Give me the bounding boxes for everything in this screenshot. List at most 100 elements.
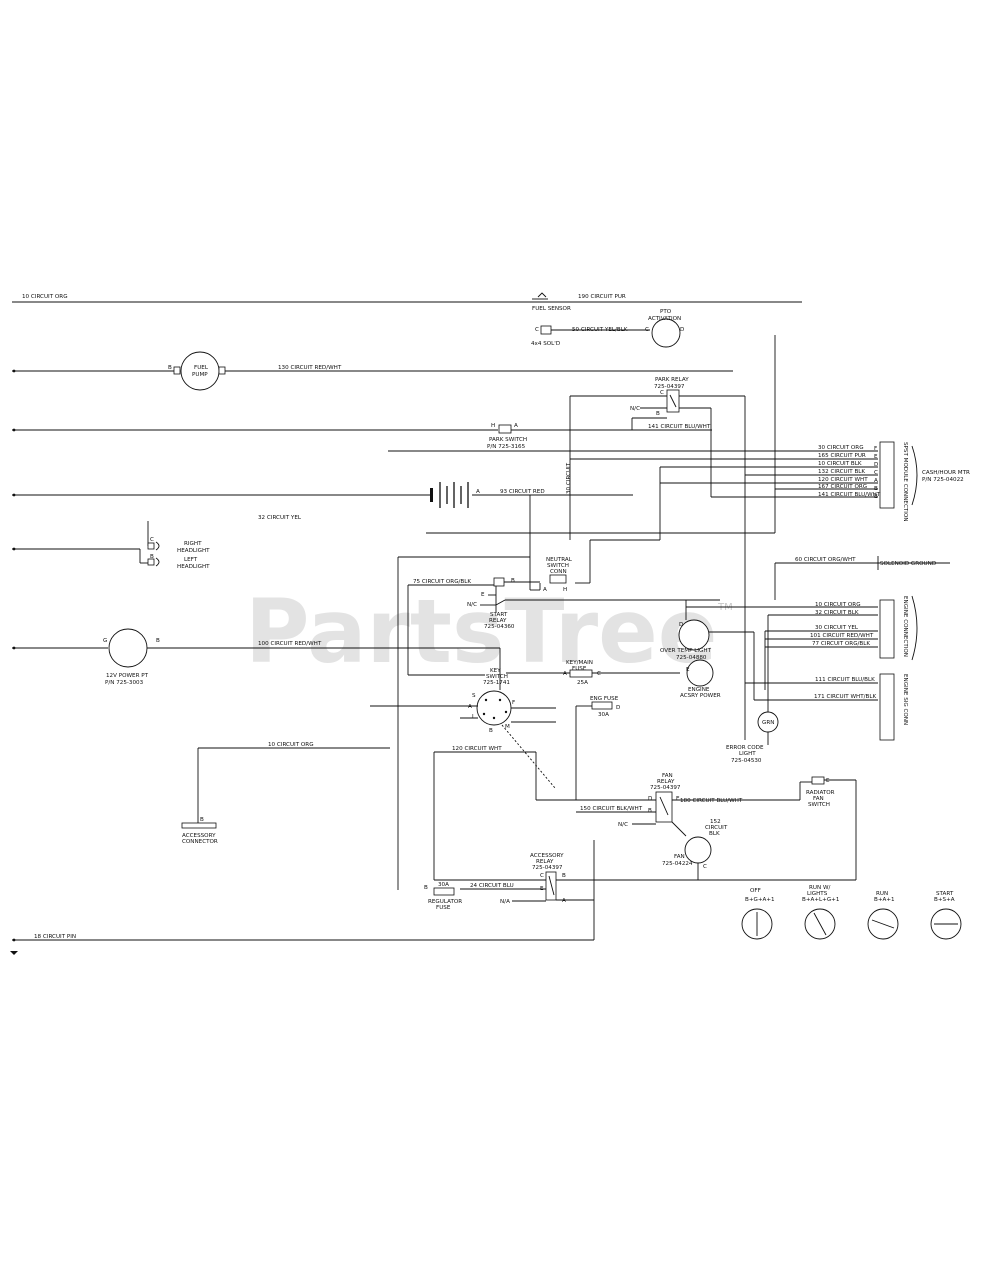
power-point-circuit: G B 100 CIRCUIT RED/WHT 12V POWER PT P/N… [12,628,501,690]
circuit-120: 120 CIRCUIT WHT [433,724,656,880]
svg-text:N/C: N/C [467,602,477,608]
svg-text:A: A [514,423,518,429]
fuel-sensor-label: FUEL SENSOR [532,306,571,312]
svg-text:30A: 30A [598,712,609,718]
svg-text:PTO: PTO [660,309,672,315]
svg-text:ENG FUSE: ENG FUSE [590,696,619,702]
svg-text:F: F [512,700,515,706]
hour-meter: CASH/HOUR MTR P/N 725-04022 [911,445,970,506]
svg-text:B: B [656,411,660,417]
svg-text:RIGHT: RIGHT [184,541,202,547]
svg-text:A: A [562,898,566,904]
svg-text:12V POWER PT: 12V POWER PT [106,673,149,679]
svg-text:RUN: RUN [876,891,888,897]
svg-text:N/A: N/A [500,899,510,905]
wire-label-wht-120: 120 CIRCUIT WHT [452,746,502,752]
harness-label: 101 CIRCUIT RED/WHT [810,633,874,639]
svg-text:725-04397: 725-04397 [650,785,681,791]
park-switch-circuit: H A PARK SWITCH P/N 725-3165 141 CIRCUIT… [12,418,712,450]
svg-text:725-04530: 725-04530 [731,758,762,764]
svg-text:25A: 25A [577,680,588,686]
park-relay: PARK RELAY 725-04397 C N/C B [569,377,745,540]
svg-text:C: C [645,327,649,333]
svg-text:D: D [616,705,620,711]
key-switch: KEY SWITCH 725-1741 S A L B M F [370,668,556,734]
svg-text:SWITCH: SWITCH [486,674,508,680]
engine-accessory-power: E ENGINE ACSRY POWER [680,659,721,699]
svg-text:N/C: N/C [618,822,628,828]
svg-text:FAN: FAN [674,854,685,860]
svg-text:C: C [535,327,539,333]
svg-text:PARK RELAY: PARK RELAY [655,377,689,383]
svg-text:C: C [703,864,707,870]
svg-text:A: A [543,587,547,593]
svg-text:725-04397: 725-04397 [654,384,685,390]
svg-text:HEADLIGHT: HEADLIGHT [177,548,210,554]
svg-text:B: B [200,817,204,823]
svg-text:152: 152 [710,819,721,825]
radiator-fan-switch: E RADIATOR FAN SWITCH [806,776,857,880]
key-position-start: START B+S+A [930,891,962,940]
svg-text:CIRCUIT: CIRCUIT [705,825,728,831]
watermark-brand: PartsTree [245,580,717,683]
spst-module-connector: SPST MODULE CONNECTION F E D C A B B [874,441,908,522]
keymain-fuse: KEY/MAIN FUSE A C 25A [506,660,680,686]
svg-text:D: D [874,462,878,468]
svg-text:B: B [511,578,515,584]
svg-text:OFF: OFF [750,888,761,894]
svg-text:C: C [597,671,601,677]
svg-text:ENGINE: ENGINE [688,687,710,693]
svg-text:PARK SWITCH: PARK SWITCH [489,437,527,443]
fan-motor: 152 CIRCUIT BLK FAN 725-04224 C [434,819,856,881]
svg-text:E: E [874,454,878,460]
accessory-relay: ACCESSORY RELAY 725-04397 C B E N/A A 24… [460,840,595,940]
harness-spst-labels: 30 CIRCUIT ORG 165 CIRCUIT PUR 10 CIRCUI… [818,445,881,498]
svg-text:CASH/HOUR MTR: CASH/HOUR MTR [922,470,970,476]
svg-text:P/N 725-3003: P/N 725-3003 [105,680,144,686]
harness-label: 30 CIRCUIT YEL [815,625,859,631]
svg-text:RELAY: RELAY [657,779,675,785]
engine-connector: ENGINE CONNECTION 10 CIRCUIT ORG 32 CIRC… [686,595,918,690]
fuel-pump-circuit: FUEL PUMP B 130 CIRCUIT RED/WHT [12,351,733,391]
top-bus: 10 CIRCUIT ORG 190 CIRCUIT PUR [12,294,802,303]
svg-text:ACTIVATION: ACTIVATION [648,316,681,322]
svg-text:LEFT: LEFT [184,557,198,563]
headlights: C B RIGHT HEADLIGHT LEFT HEADLIGHT [12,521,210,570]
harness-label: 77 CIRCUIT ORG/BLK [812,641,870,647]
svg-text:L: L [472,714,476,720]
wire-label-pin-18: 18 CIRCUIT PIN [34,934,76,940]
svg-text:START: START [490,612,508,618]
harness-label: 10 CIRCUIT BLK [818,461,862,467]
svg-text:A: A [563,671,567,677]
svg-text:SWITCH: SWITCH [808,802,830,808]
svg-text:OVER TEMP LIGHT: OVER TEMP LIGHT [660,648,712,654]
neutral-switch: NEUTRAL SWITCH CONN A H [530,467,661,593]
regulator-fuse: B 30A REGULATOR FUSE [424,882,462,911]
key-position-run: RUN B+A+1 [867,891,899,940]
svg-text:E: E [481,592,485,598]
svg-text:FUSE: FUSE [572,666,587,672]
svg-text:B: B [874,494,878,500]
svg-text:725-04397: 725-04397 [532,865,563,871]
accessory-connector: 10 CIRCUIT ORG B ACCESSORY CONNECTOR [181,742,390,845]
svg-text:FAN: FAN [662,773,673,779]
wire-label-red-wht-100: 100 CIRCUIT RED/WHT [258,641,322,647]
svg-text:C: C [874,470,878,476]
svg-text:NEUTRAL: NEUTRAL [546,557,573,563]
harness-label: 111 CIRCUIT BLU/BLK [815,677,875,683]
svg-text:CONNECTOR: CONNECTOR [182,839,218,845]
fan-relay: FAN RELAY 725-04397 D B E N/C 150 CIRCUI… [576,773,812,837]
harness-label: 10 CIRCUIT ORG [815,602,861,608]
wire-label-30-circuit: 30 CIRCUIT [566,462,572,494]
svg-text:ENGINE SIG CONN: ENGINE SIG CONN [902,674,908,725]
harness-label: 165 CIRCUIT PUR [818,453,866,459]
wire-label-blu-wht-180: 180 CIRCUIT BLU/WHT [680,798,743,804]
wire-label-yel-32: 32 CIRCUIT YEL [258,515,302,521]
overtemp-light: D OVER TEMP LIGHT 725-04880 [660,600,755,700]
svg-text:A: A [468,704,472,710]
error-code-light: GRN ERROR CODE LIGHT 725-04530 [726,615,779,764]
svg-text:B: B [168,365,172,371]
svg-text:B+G+A+1: B+G+A+1 [745,897,775,903]
svg-text:ACCESSORY: ACCESSORY [530,853,564,859]
engine-fuse: ENG FUSE D 30A [575,696,620,800]
